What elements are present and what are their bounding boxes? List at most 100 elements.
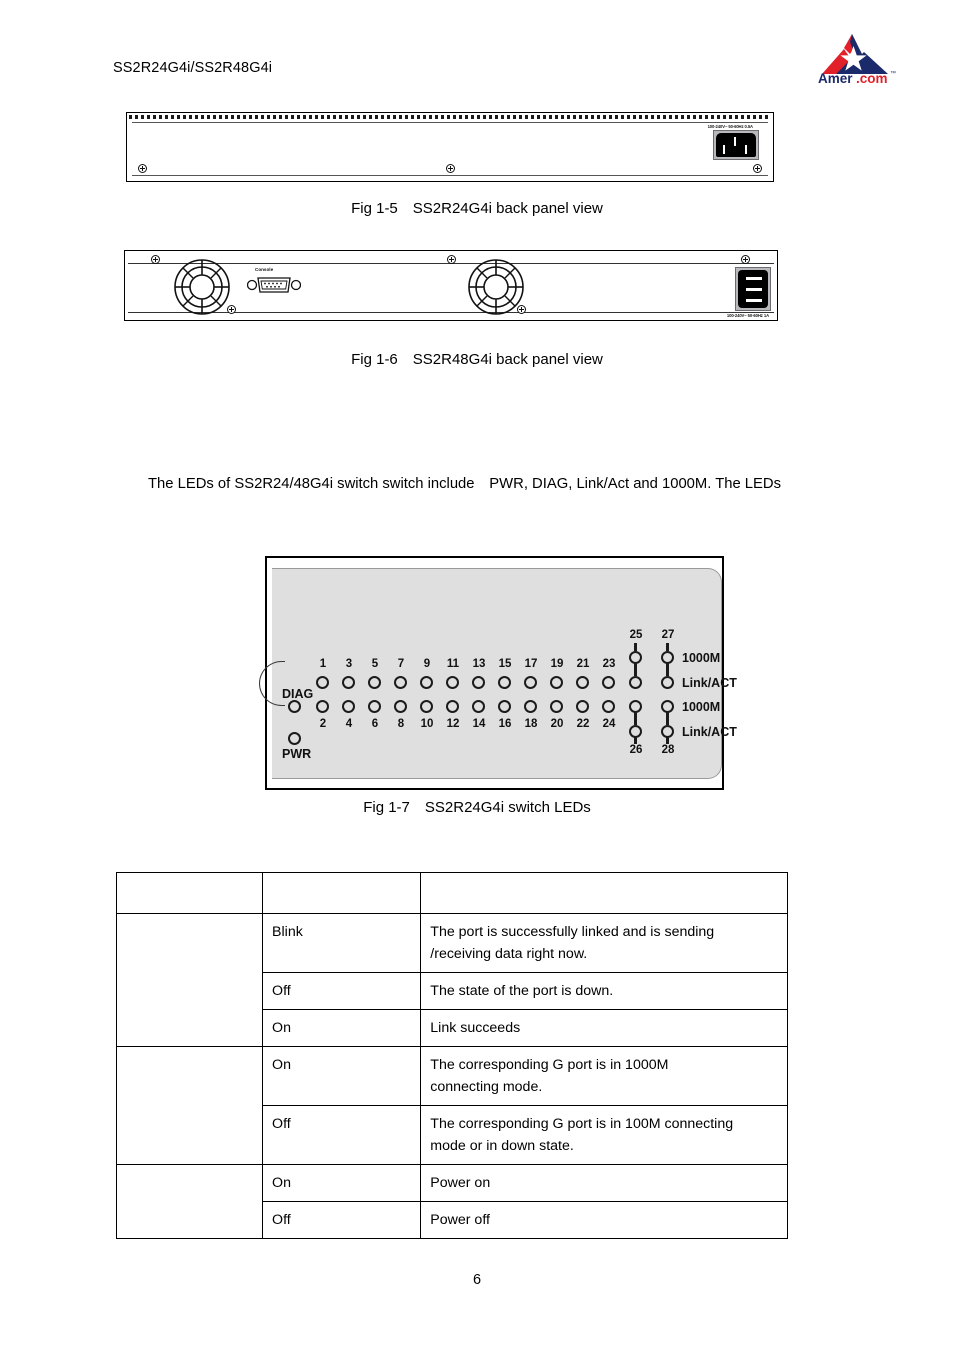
- figure-caption-1-7: Fig 1-7 SS2R24G4i switch LEDs: [363, 799, 591, 816]
- cell-description: Power off: [420, 1201, 788, 1239]
- led-port-2: [316, 700, 329, 713]
- led-stem: [634, 662, 637, 676]
- led-port-19: [550, 676, 563, 689]
- led-pwr: [288, 732, 301, 745]
- led-port-22: [576, 700, 589, 713]
- led-number: 14: [472, 718, 486, 730]
- led-stem: [666, 662, 669, 676]
- description-line: connecting mode.: [430, 1079, 543, 1095]
- cell-description: The state of the port is down.: [420, 972, 788, 1010]
- led-number: 15: [498, 658, 512, 670]
- chassis-screw: [446, 164, 455, 173]
- table-row: Off Power off: [117, 1201, 788, 1239]
- led-port-15: [498, 676, 511, 689]
- fan-grille-icon: [467, 258, 525, 316]
- legend-linkact-bottom: Link/ACT: [682, 725, 737, 739]
- led-port-7: [394, 676, 407, 689]
- panel-seam-bottom: [132, 175, 768, 176]
- diag-label: DIAG: [282, 687, 314, 701]
- description-line: /receiving data right now.: [430, 946, 588, 962]
- logo-wordmark-amer: Amer: [818, 71, 853, 86]
- led-port-1: [316, 676, 329, 689]
- table-row: Off The corresponding G port is in 100M …: [117, 1105, 788, 1165]
- cell-description: The corresponding G port is in 1000M con…: [420, 1046, 788, 1106]
- cell-state: Off: [262, 972, 422, 1010]
- figure-caption-1-6: Fig 1-6 SS2R48G4i back panel view: [351, 351, 603, 368]
- legend-1000m-top: 1000M: [682, 651, 721, 665]
- led-port-20: [550, 700, 563, 713]
- led-number: 3: [345, 658, 353, 670]
- led-port-12: [446, 700, 459, 713]
- led-port-3: [342, 676, 355, 689]
- amer-com-logo: Amer .com ™: [806, 22, 938, 86]
- led-port-4: [342, 700, 355, 713]
- cell-description: The port is successfully linked and is s…: [420, 913, 788, 973]
- description-line: The port is successfully linked and is s…: [430, 924, 715, 940]
- switch-front-panel: DIAG PWR 1 3 5 7 9 11 13 15 17 19 21 23: [259, 568, 737, 779]
- chassis-screw: [227, 305, 236, 314]
- led-stem: [666, 711, 669, 725]
- description-line: The corresponding G port is in 100M conn…: [430, 1116, 734, 1132]
- led-number: 13: [472, 658, 486, 670]
- led-number: 11: [446, 658, 460, 670]
- table-row: On Power on: [115, 1164, 788, 1239]
- header-cell-state: [262, 872, 422, 914]
- led-port-18: [524, 700, 537, 713]
- led-stem: [666, 736, 669, 744]
- table-row: On The corresponding G port is in 1000M …: [115, 1046, 788, 1165]
- panel-seam-bottom: [128, 312, 774, 313]
- led-number: 1: [319, 658, 327, 670]
- cell-state: On: [262, 1046, 422, 1106]
- led-intro-paragraph: The LEDs of SS2R24/48G4i switch switch i…: [148, 476, 781, 492]
- logo-trademark-symbol: ™: [890, 70, 896, 77]
- panel-seam-top: [132, 122, 768, 123]
- power-rating-label: 100-240V~ 50-60Hz 0.5A: [707, 124, 754, 129]
- led-port-17: [524, 676, 537, 689]
- led-number: 24: [602, 718, 616, 730]
- table-row: Blink The port is successfully linked an…: [115, 913, 788, 1047]
- chassis-screw: [138, 164, 147, 173]
- led-stem: [634, 643, 637, 651]
- led-state-table: Blink The port is successfully linked an…: [115, 872, 788, 1239]
- led-number: 19: [550, 658, 564, 670]
- amer-logo-icon: Amer .com ™: [818, 34, 896, 86]
- iec-power-socket: [735, 267, 771, 311]
- led-number: 2: [319, 718, 327, 730]
- table-header-row: [115, 872, 788, 914]
- led-number: 18: [524, 718, 538, 730]
- cell-state: Blink: [262, 913, 422, 973]
- led-number: 5: [371, 658, 379, 670]
- cell-description: Power on: [420, 1164, 788, 1202]
- legend-linkact-top: Link/ACT: [682, 676, 737, 690]
- page-number: 6: [472, 1272, 482, 1288]
- cell-led-name: [115, 1164, 264, 1239]
- chassis-screw: [517, 305, 526, 314]
- led-port-24: [602, 700, 615, 713]
- led-stem: [634, 711, 637, 725]
- console-port-label: Console: [255, 267, 274, 272]
- led-number: 28: [661, 744, 675, 756]
- cell-description: Link succeeds: [420, 1009, 788, 1047]
- header-cell-led-name: [115, 872, 264, 914]
- led-number: 20: [550, 718, 564, 730]
- db9-connector-icon: [246, 277, 302, 293]
- cell-led-name: [115, 913, 264, 1047]
- fan-grille-icon: [173, 258, 231, 316]
- led-port-14: [472, 700, 485, 713]
- led-number: 10: [420, 718, 434, 730]
- led-number: 4: [345, 718, 353, 730]
- led-number: 22: [576, 718, 590, 730]
- led-number: 12: [446, 718, 460, 730]
- figure-ss2r24g4i-back-panel-art: 100-240V~ 50-60Hz 0.5A: [126, 112, 774, 182]
- led-number: 21: [576, 658, 590, 670]
- led-port-10: [420, 700, 433, 713]
- description-line: mode or in down state.: [430, 1138, 574, 1154]
- led-port-23: [602, 676, 615, 689]
- chassis-screw: [753, 164, 762, 173]
- console-db9-port: Console: [246, 267, 302, 300]
- led-port-13: [472, 676, 485, 689]
- legend-1000m-bottom: 1000M: [682, 700, 721, 714]
- led-port-8: [394, 700, 407, 713]
- led-port-16: [498, 700, 511, 713]
- led-number: 8: [397, 718, 405, 730]
